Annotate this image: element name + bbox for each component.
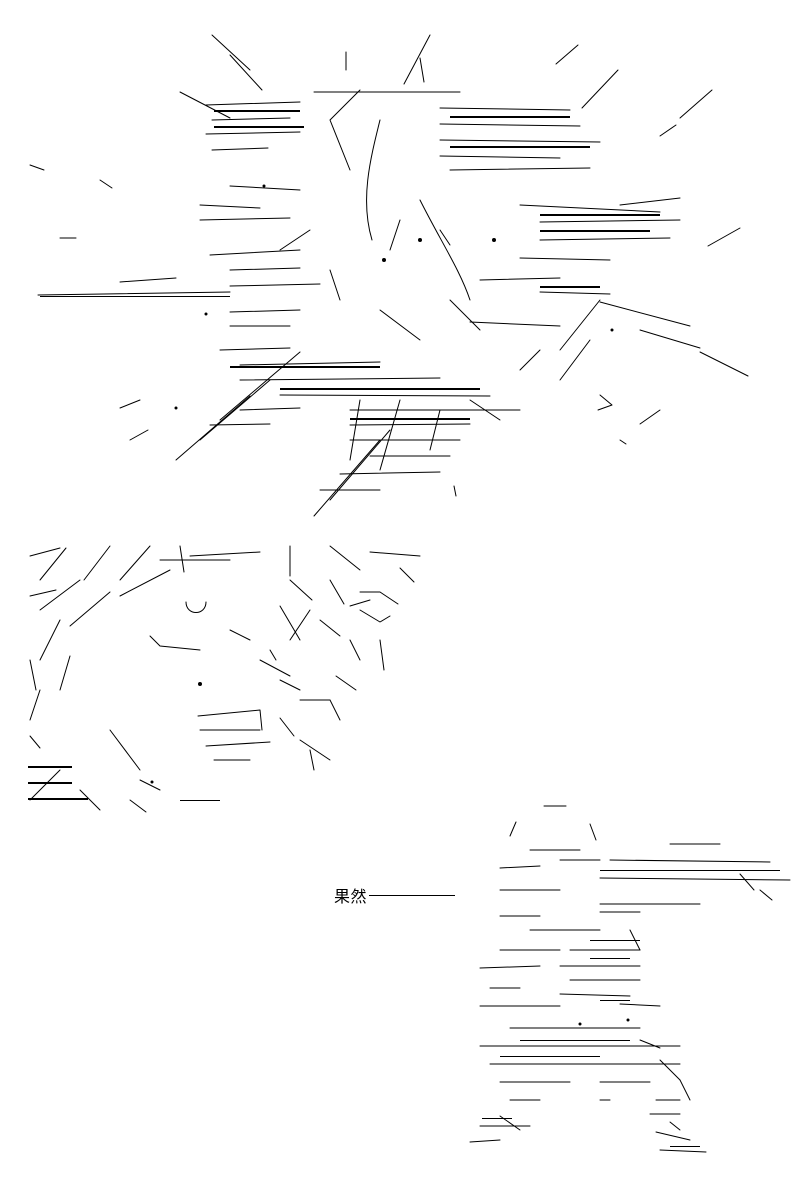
- caption-dash: [369, 895, 456, 896]
- caption-label: 果然: [334, 887, 368, 906]
- explosion-burst-icon: [29, 34, 749, 517]
- shocked-face-icon: [28, 545, 421, 813]
- caption-text: 果然: [334, 887, 456, 907]
- standing-figure-icon: [469, 805, 791, 1153]
